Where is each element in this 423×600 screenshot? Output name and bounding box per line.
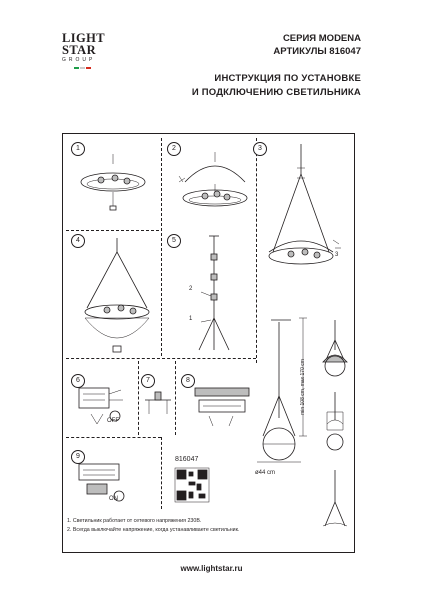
divider <box>66 358 256 359</box>
logo-line-2: STAR <box>62 43 97 57</box>
step-number-1: 1 <box>71 142 85 156</box>
brand-logo: LIGHT STAR GROUP <box>62 31 105 69</box>
height-dimension-line <box>299 317 307 437</box>
title-line-1: ИНСТРУКЦИЯ ПО УСТАНОВКЕ <box>214 73 361 84</box>
part-label-2: 2 <box>189 286 193 292</box>
qr-code-icon <box>174 467 210 503</box>
page-title: ИНСТРУКЦИЯ ПО УСТАНОВКЕ И ПОДКЛЮЧЕНИЮ СВ… <box>192 72 361 100</box>
step-5-illustration <box>198 235 230 351</box>
step-number-4: 4 <box>71 234 85 248</box>
article-number: АРТИКУЛЫ 816047 <box>273 46 361 57</box>
step-number-8: 8 <box>181 374 195 388</box>
step-2-illustration <box>178 152 248 207</box>
divider <box>161 138 162 356</box>
step-number-5: 5 <box>167 234 181 248</box>
step-number-7: 7 <box>141 374 155 388</box>
step-1-illustration <box>80 154 146 211</box>
notes-list: 1. Светильник работает от сетевого напря… <box>67 517 239 535</box>
note-item: 1. Светильник работает от сетевого напря… <box>67 518 202 524</box>
on-label: ON <box>109 496 118 502</box>
series-name: СЕРИЯ MODENA <box>282 33 361 44</box>
divider <box>66 437 161 438</box>
note-item: 2. Всегда выключайте напряжение, когда у… <box>67 527 240 533</box>
italian-flag-icon <box>74 67 102 69</box>
model-number: 816047 <box>175 456 199 463</box>
dimension-pendant <box>257 319 301 463</box>
divider <box>138 361 139 435</box>
step-number-2: 2 <box>167 142 181 156</box>
series-block: СЕРИЯ MODENA АРТИКУЛЫ 816047 <box>273 32 361 58</box>
step-3-illustration <box>268 144 341 265</box>
flag-stripe-green <box>74 67 79 69</box>
step-number-6: 6 <box>71 374 85 388</box>
website-link[interactable]: www.lightstar.ru <box>180 564 243 573</box>
step-8-illustration <box>194 387 250 427</box>
instruction-frame: 1 2 3 4 5 6 7 8 9 3 <box>62 133 355 553</box>
step-6-illustration <box>78 387 123 425</box>
title-line-2: И ПОДКЛЮЧЕНИЮ СВЕТИЛЬНИКА <box>191 87 361 98</box>
step-number-9: 9 <box>71 450 85 464</box>
logo-line-1: LIGHT <box>62 31 105 45</box>
flag-stripe-white <box>80 67 85 69</box>
flag-stripe-red <box>86 67 91 69</box>
divider <box>161 437 162 509</box>
height-label: min 108 cm, max 170 cm <box>299 359 306 415</box>
step-4-illustration <box>84 238 150 353</box>
part-label-3: 3 <box>335 252 339 258</box>
divider <box>256 138 257 363</box>
step-9-illustration <box>78 463 125 502</box>
step-number-3: 3 <box>253 142 267 156</box>
side-illustrations <box>322 320 348 527</box>
divider <box>175 361 176 435</box>
divider <box>66 230 159 231</box>
diameter-label: ø44 cm <box>255 470 276 476</box>
off-label: OFF <box>107 418 119 424</box>
part-label-1: 1 <box>189 316 193 322</box>
logo-line-3: GROUP <box>62 57 96 63</box>
step-7-illustration <box>145 391 171 414</box>
